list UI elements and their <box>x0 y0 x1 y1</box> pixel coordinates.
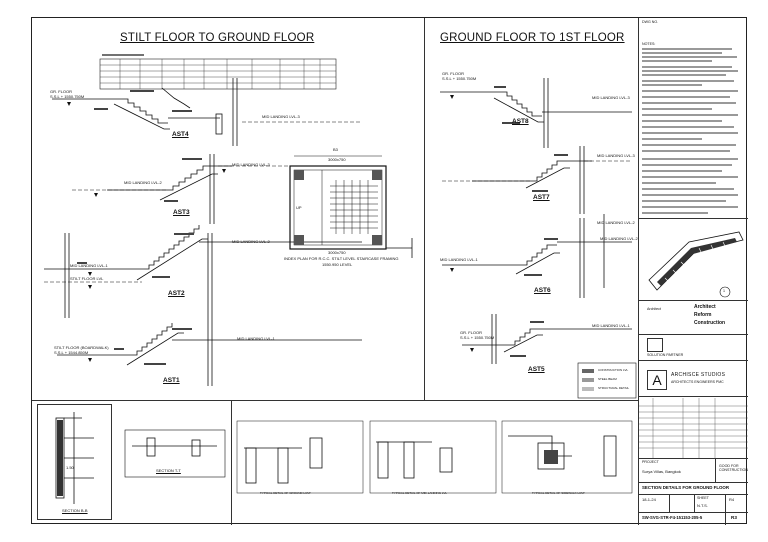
schedule-table <box>99 54 337 90</box>
ast3-label-1: MID LANDING LVL-2 <box>124 180 162 185</box>
project-name: Surya Villas, Bangkok <box>642 469 681 474</box>
ast2-label-1: MID LANDING LVL-1 <box>70 263 108 268</box>
ast4-caption: AST4 <box>172 131 189 138</box>
ast5-label-3: MID LANDING LVL-1 <box>592 323 630 328</box>
title-block-divider <box>638 18 639 525</box>
tb-col-divider-3 <box>725 494 726 525</box>
plan-top-label: B3 <box>333 147 338 152</box>
typical-details-drawing <box>236 420 633 494</box>
legend-item-2: STEEL BEAM <box>598 377 617 381</box>
firm-name: ARCHISCE STUDIOS <box>671 372 726 378</box>
plan-bottom-dim: 3000x750 <box>328 250 346 255</box>
ast2-label-2: STILT FLOOR LVL <box>70 276 104 281</box>
section-b-caption: SECTION B-B <box>62 508 88 513</box>
section-b-dim: 1.50 <box>66 465 74 470</box>
ast8-label-1: GR. FLOOR <box>442 71 465 76</box>
legend-box <box>577 362 637 399</box>
section-b-drawing <box>55 412 94 504</box>
ast5-staircase-drawing <box>462 314 632 364</box>
tb-col-divider-1 <box>669 494 670 512</box>
key-3d-view <box>648 231 744 298</box>
left-panel-title: STILT FLOOR TO GROUND FLOOR <box>120 32 315 44</box>
bottom-mid-divider <box>231 401 232 525</box>
ast7-staircase-drawing <box>442 146 632 288</box>
detail-1-caption: TYPICAL DETAIL OF GROUND LVAP <box>260 491 311 495</box>
ast5-label-1: GR. FLOOR <box>460 330 483 335</box>
firm-sub: ARCHITECTS ENGINEERS PMC <box>671 380 724 384</box>
ast1-staircase-drawing <box>57 318 362 386</box>
plan-caption-1: INDEX PLAN FOR R.C.C. STILT LEVEL STAIRC… <box>284 256 399 261</box>
status-divider <box>715 458 716 482</box>
status-text: GOOD FOR CONSTRUCTION <box>719 464 748 473</box>
architect-name: Architect <box>694 304 716 310</box>
ast4-label-2: S.S.L + 1550.750M <box>50 94 85 99</box>
ast6-staircase-drawing <box>442 218 632 298</box>
right-panel-title: GROUND FLOOR TO 1ST FLOOR <box>440 32 625 44</box>
sheet-no-value: R4 <box>729 497 735 502</box>
north-marker: 1 <box>723 289 725 293</box>
index-plan-drawing <box>289 155 413 258</box>
drawing-title: SECTION DETAILS FOR GROUND FLOOR <box>642 485 729 490</box>
date-value: 18-1-24 <box>642 497 656 502</box>
dwg-no-label: DWG NO. <box>642 20 659 24</box>
ast5-label-2: S.S.L + 1550.750M <box>460 335 495 340</box>
ast2-staircase-drawing <box>44 225 362 318</box>
vertical-divider <box>424 18 425 400</box>
ast4-label-3: MID LANDING LVL-3 <box>262 114 300 119</box>
detail-2-caption: TYPICAL DETAIL OF MID-LANDING LVL <box>392 491 448 495</box>
legend-item-1: CONSTRUCTION LVL <box>598 368 629 372</box>
ast4-label-1: GR. FLOOR <box>50 89 73 94</box>
revision-table <box>639 398 748 458</box>
section-t-drawing <box>124 429 226 478</box>
ast7-label-2: MID LANDING LVL-2 <box>597 220 635 225</box>
ast1-label-1: STILT FLOOR (BOARDWALK) <box>54 345 109 350</box>
ast1-caption: AST1 <box>163 377 180 384</box>
architect-label: Architect <box>647 307 661 311</box>
ast6-label-1: MID LANDING LVL-1 <box>440 257 478 262</box>
dwg-number: SW-SVG-STR-F4-151153-205-5 <box>642 515 703 520</box>
ast4-staircase-drawing <box>52 78 362 146</box>
tb-col-divider-2 <box>694 494 695 512</box>
contractor-name: Construction <box>694 320 726 326</box>
ast2-label-3: MID LANDING LVL-2 <box>232 239 270 244</box>
ast5-caption: AST5 <box>528 366 545 373</box>
ast8-label-2: S.S.L + 1550.750M <box>442 76 477 81</box>
drawn-label: SHEET <box>697 496 709 500</box>
scale-value: N.T.S. <box>697 503 708 508</box>
bottom-inner-box <box>37 404 112 520</box>
ast3-label-2: MID LANDING LVL-3 <box>232 162 270 167</box>
ast6-label-2: MID LANDING LVL-2 <box>600 236 638 241</box>
ast7-caption: AST7 <box>533 194 550 201</box>
ast8-label-3: MID LANDING LVL-3 <box>592 95 630 100</box>
section-t-caption: SECTION T-T <box>156 468 181 473</box>
client-logo-box <box>647 338 663 352</box>
notes-label: NOTES: <box>642 42 656 46</box>
plan-up-label: UP <box>296 205 302 210</box>
ast2-caption: AST2 <box>168 290 185 297</box>
pmc-name: Reform <box>694 312 712 318</box>
firm-logo-box: A <box>647 370 667 390</box>
rev-value: R3 <box>731 515 737 520</box>
ast6-caption: AST6 <box>534 287 551 294</box>
horizontal-divider <box>32 400 639 401</box>
ast8-caption: AST8 <box>512 118 529 125</box>
ast3-caption: AST3 <box>173 209 190 216</box>
plan-top-dim: 3000x750 <box>328 157 346 162</box>
client-label: SOLUTION PARTNER <box>647 353 684 357</box>
legend-item-3: STRUCTURAL DETAIL <box>598 386 630 390</box>
ast1-label-2: S.S.L + 1544.850M <box>54 350 89 355</box>
plan-caption-2: 1550.950 LEVEL <box>322 262 353 267</box>
ast7-label-1: MID LANDING LVL-3 <box>597 153 635 158</box>
drawing-sheet: STILT FLOOR TO GROUND FLOOR <box>31 17 748 525</box>
detail-3-caption: TYPICAL DETAIL OF SIDEWALK LVAP <box>532 491 585 495</box>
project-label: PROJECT <box>642 460 659 464</box>
ast1-label-3: MID LANDING LVL-1 <box>237 336 275 341</box>
title-block: DWG NO. NOTES: <box>639 18 748 525</box>
ast8-staircase-drawing <box>440 78 632 148</box>
